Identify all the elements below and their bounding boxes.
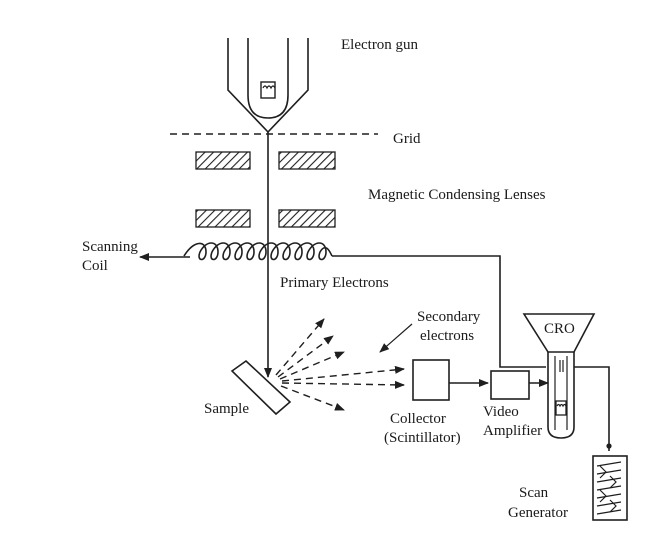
label-video-amplifier-1: Video [483,404,519,420]
ray-1 [275,318,325,376]
scanning-coil [139,242,546,368]
cro [522,313,596,439]
label-magnetic-condensing-lenses: Magnetic Condensing Lenses [368,187,546,203]
label-primary-electrons: Primary Electrons [280,275,389,291]
label-cro: CRO [544,321,575,337]
cro-tube [547,352,575,439]
magnetic-condensing-lenses [195,151,336,228]
label-scanning-coil-2: Coil [82,258,108,274]
label-scanning-coil-1: Scanning [82,239,138,255]
lens-upper-right [278,151,336,170]
label-grid: Grid [393,131,421,147]
ray-3 [279,351,345,380]
sample-plate [230,359,292,416]
ray-4 [281,365,405,382]
scan-generator-hatching [596,461,622,515]
scan-generator [592,455,628,521]
label-collector-1: Collector [390,411,446,427]
label-collector-2: (Scintillator) [384,430,461,446]
label-scan-generator-1: Scan [519,485,549,501]
label-electron-gun: Electron gun [341,37,419,53]
collector-box [412,359,450,401]
label-secondary-electrons-1: Secondary [417,309,481,325]
ray-2 [277,335,334,378]
scan-generator-box [592,455,628,521]
cro-to-scan-generator-line [574,366,610,451]
lens-lower-right [278,209,336,228]
junction-dot [606,443,612,449]
label-video-amplifier-2: Amplifier [483,423,542,439]
scan-generator-sawtooth [599,465,617,513]
secondary-electrons-pointer [379,323,413,353]
electron-gun [227,38,309,134]
video-amplifier-box [490,370,530,400]
coil-windings [183,242,333,261]
filament-icon [260,81,276,99]
lens-lower-left [195,209,251,228]
lens-upper-left [195,151,251,170]
cro-gun-coil-icon [556,403,567,408]
label-secondary-electrons-2: electrons [420,328,474,344]
sample [230,359,292,416]
cro-gun-icon [555,400,567,416]
secondary-electron-rays [275,318,405,411]
ray-6 [280,385,345,411]
coil-to-cro-line [332,255,546,368]
filament-coil-icon [262,85,276,90]
ray-5 [281,380,405,389]
label-sample: Sample [204,401,249,417]
label-scan-generator-2: Generator [508,505,568,521]
